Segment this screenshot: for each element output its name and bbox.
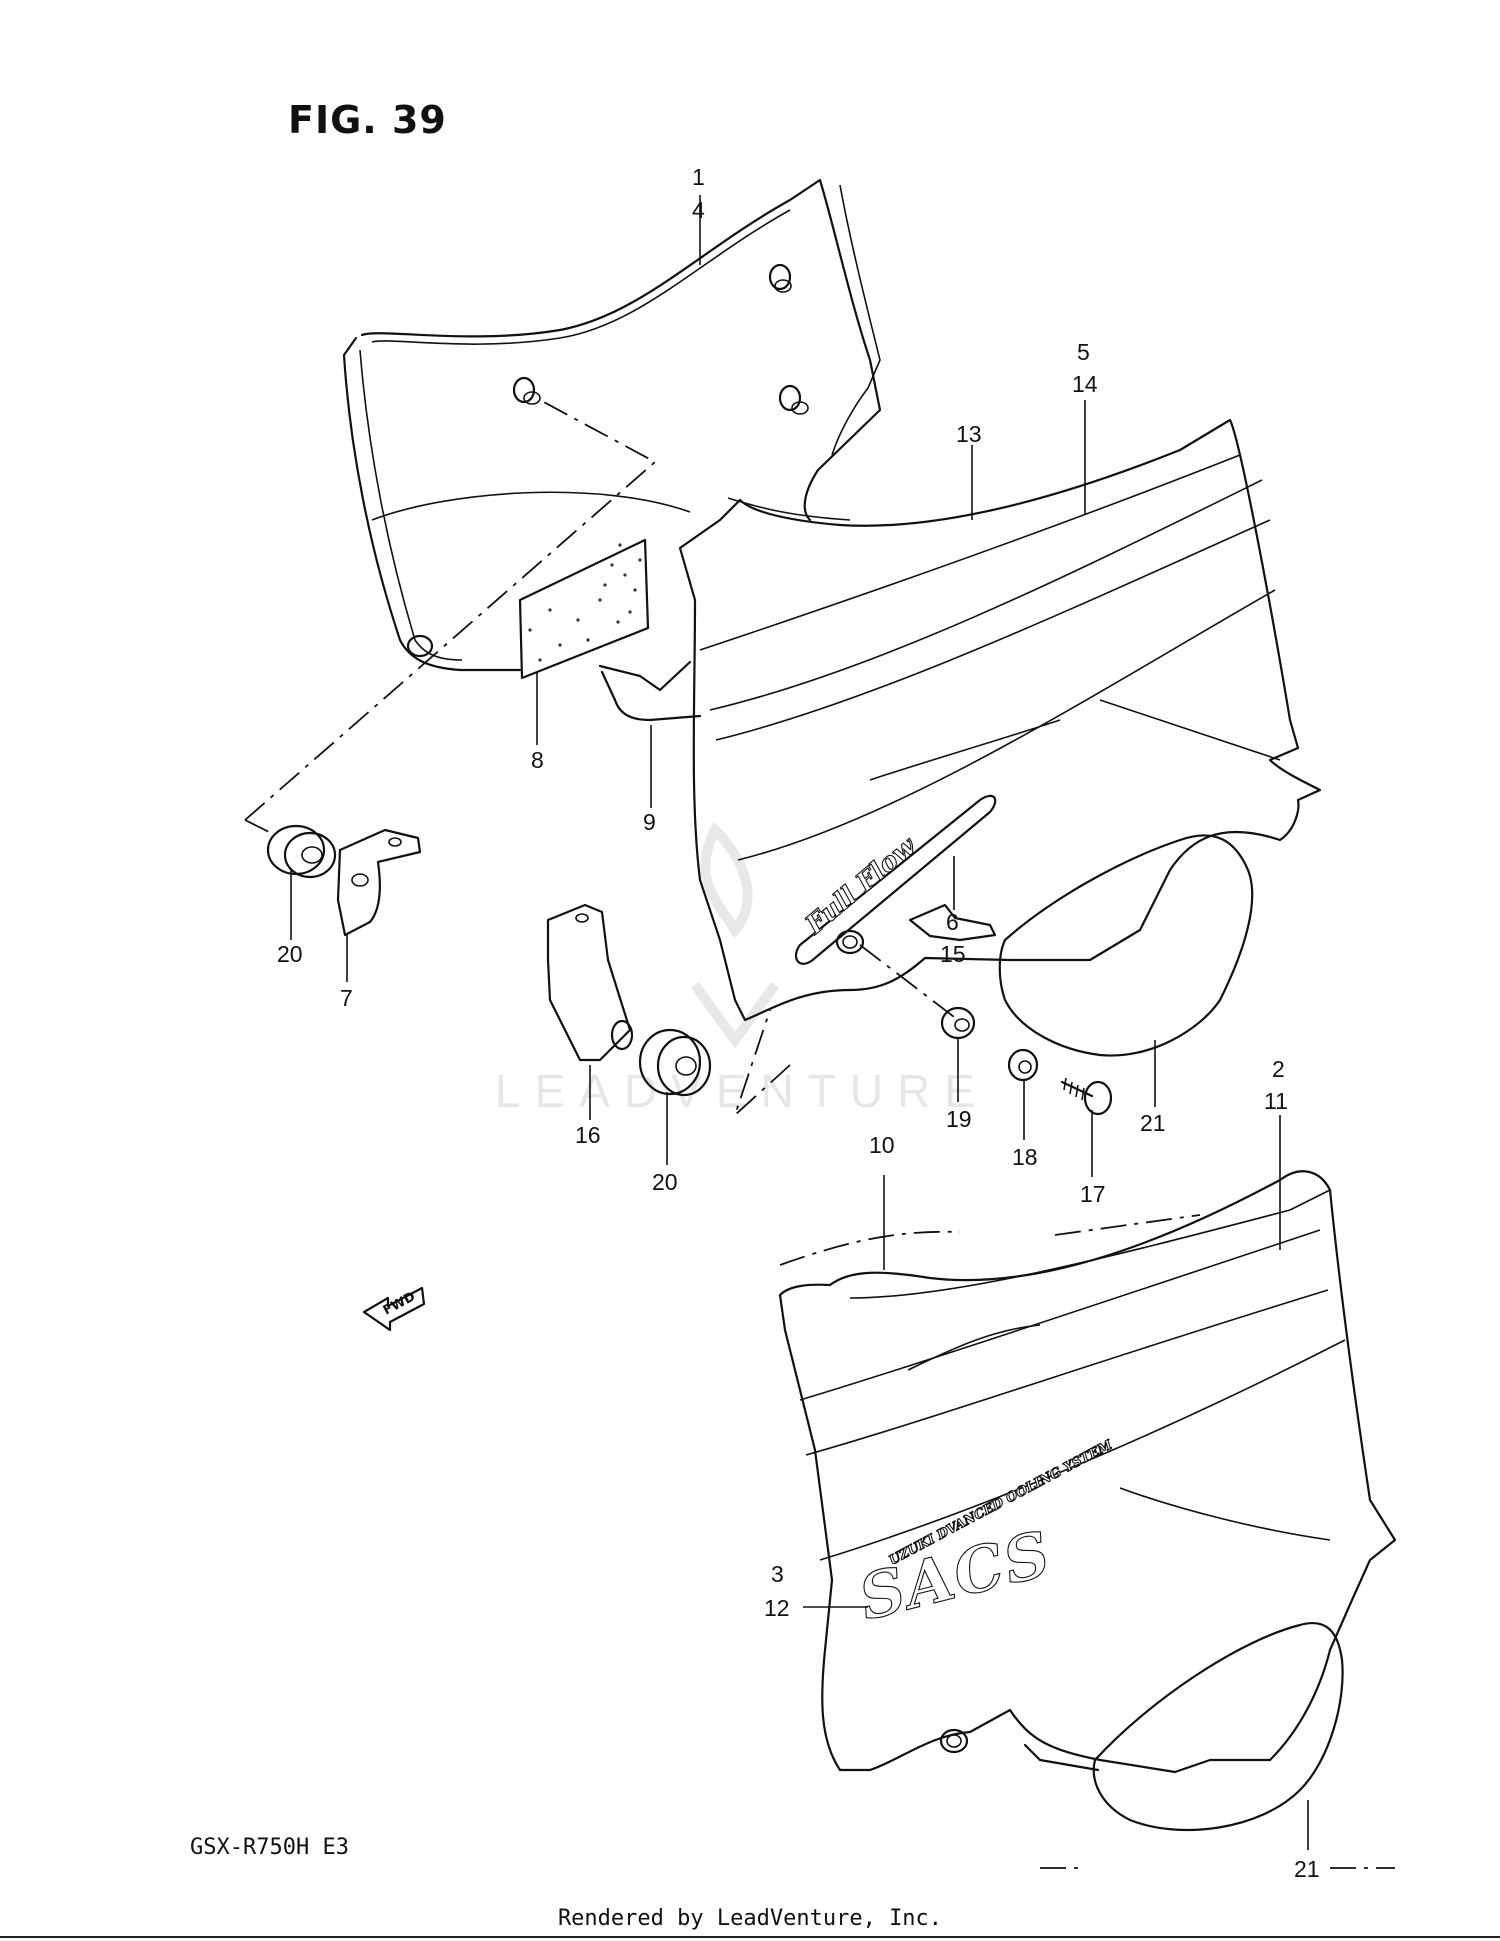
grommet-b: [512, 376, 541, 405]
grommet-20-left[interactable]: [266, 824, 337, 879]
bracket-part-16[interactable]: [546, 903, 634, 1062]
pad-part-21-lower[interactable]: [1092, 1622, 1344, 1832]
mount-hole: [939, 1728, 969, 1754]
callout-6: 6: [946, 909, 959, 935]
pad-texture: [528, 543, 642, 662]
watermark-logo: [690, 821, 780, 1049]
callout-10: 10: [869, 1132, 895, 1158]
callouts: 1 4 5 14 13 8 9 6 15 20 7 16 20 19 18 17…: [277, 164, 1320, 1882]
washer-part-18[interactable]: [1007, 1048, 1039, 1082]
callout-18: 18: [1012, 1144, 1038, 1170]
callout-5: 5: [1077, 339, 1090, 365]
callout-13: 13: [956, 421, 982, 447]
svg-text:FWD: FWD: [381, 1289, 418, 1318]
pad-part-8[interactable]: [518, 538, 650, 680]
leader-lines: [290, 195, 1309, 1850]
callout-15: 15: [940, 941, 966, 967]
fwd-arrow-icon: FWD: [362, 1286, 426, 1332]
lower-panel[interactable]: SACS UZUKI DVANCED OOLING YSTEM: [778, 1170, 1397, 1774]
footer-credit: Rendered by LeadVenture, Inc.: [557, 1906, 943, 1931]
grommet-20-center[interactable]: [638, 1028, 712, 1097]
callout-4: 4: [692, 197, 705, 223]
mount-hole: [835, 929, 865, 955]
callout-20b: 20: [652, 1169, 678, 1195]
callout-8: 8: [531, 747, 544, 773]
callout-19: 19: [946, 1106, 972, 1132]
callout-9: 9: [643, 809, 656, 835]
bracket-part-7[interactable]: [336, 828, 422, 937]
assembly-lines: [244, 399, 1395, 1869]
callout-20a: 20: [277, 941, 303, 967]
callout-21a: 21: [1140, 1110, 1166, 1136]
callout-12: 12: [764, 1595, 790, 1621]
grommet-c: [778, 384, 809, 415]
watermark-text: LEADVENTURE: [495, 1065, 989, 1117]
mount-hole-inner: [946, 1734, 962, 1748]
footer-rule: [0, 1936, 1500, 1938]
callout-16: 16: [575, 1122, 601, 1148]
callout-14: 14: [1072, 371, 1098, 397]
inner-panel[interactable]: [342, 178, 882, 692]
callout-7: 7: [340, 985, 353, 1011]
figure-title: FIG. 39: [288, 98, 447, 142]
seal-part-9[interactable]: [600, 670, 702, 722]
callout-2: 2: [1272, 1056, 1285, 1082]
grommet-a: [768, 263, 792, 293]
svg-text:Full Flow: Full Flow: [799, 830, 923, 941]
callout-17: 17: [1080, 1181, 1106, 1207]
bracket-small: [908, 903, 997, 942]
screw-part-17[interactable]: [1060, 1077, 1113, 1116]
pad-part-21-upper[interactable]: [998, 834, 1254, 1057]
callout-11: 11: [1264, 1088, 1288, 1114]
outer-panel[interactable]: Full Flow: [678, 418, 1322, 1022]
mount-hole-inner: [842, 935, 858, 949]
callout-3: 3: [771, 1561, 784, 1587]
model-code: GSX-R750H E3: [190, 1835, 349, 1860]
callout-21b: 21: [1294, 1856, 1320, 1882]
mount-hole: [406, 634, 434, 658]
callout-1: 1: [692, 164, 705, 190]
